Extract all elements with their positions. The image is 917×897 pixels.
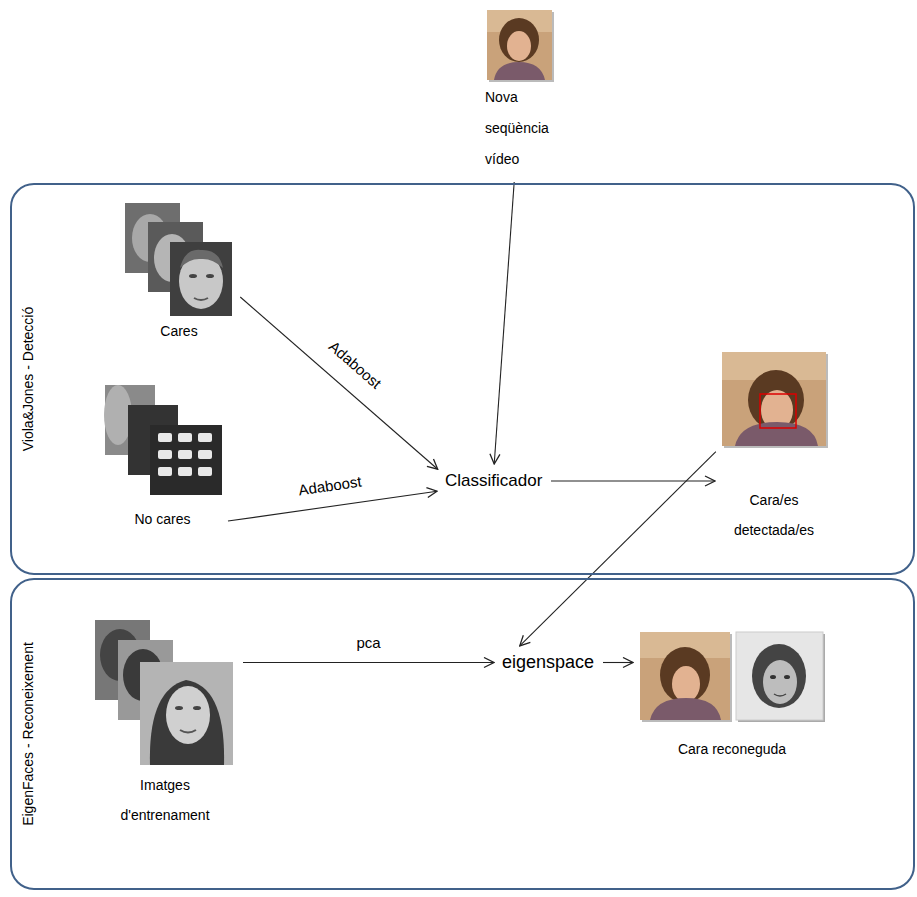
edge-label: Adaboost [323, 335, 387, 394]
panel-title: Viola&Jones - Detecció [20, 307, 36, 451]
recognized-photos [752, 644, 806, 708]
detected-face-photo [760, 394, 796, 428]
detected-face-photo [748, 370, 804, 430]
non-face-samples [158, 433, 172, 442]
image-caption: Imatges d'entrenament [109, 770, 221, 830]
recognized-photos [774, 694, 786, 696]
panel-title: EigenFaces - Reconeixement [20, 642, 36, 826]
face-samples [206, 274, 214, 278]
non-face-samples [198, 467, 212, 476]
training-photos [180, 730, 196, 733]
connector-arrow [520, 452, 716, 646]
recognized-photos [736, 632, 823, 720]
recognized-photos [672, 666, 700, 702]
non-face-samples [178, 450, 192, 459]
non-face-samples [158, 450, 172, 459]
face-samples [125, 203, 232, 316]
video-frame-photo [487, 10, 554, 82]
face-samples [170, 242, 232, 316]
node-label: eigenspace [502, 651, 594, 674]
recognized-face-node: Cara reconeguda [636, 628, 828, 762]
recognized-photos [784, 675, 790, 679]
recognition-panel: EigenFaces - ReconeixementImatges d'entr… [10, 578, 915, 890]
non-face-samples [198, 433, 212, 442]
image-area [90, 615, 240, 770]
eigenspace-node: eigenspace [497, 648, 600, 677]
face-samples [189, 274, 197, 278]
recognized-photos [660, 647, 710, 703]
video-frame-photo [487, 10, 552, 80]
training-photos [140, 662, 233, 765]
image-area [120, 200, 238, 322]
detected-face-photo [722, 352, 826, 446]
non-face-samples [178, 433, 192, 442]
detected-face-node: Cara/es detectada/es [718, 350, 830, 549]
non-face-samples [158, 467, 172, 476]
recognized-photos [763, 660, 797, 704]
face-samples [194, 298, 208, 300]
face-samples [180, 250, 223, 268]
connector-arrow [243, 662, 494, 663]
node-label: Classificador [445, 470, 542, 491]
connector-arrow [551, 480, 715, 481]
connector-arrow [603, 662, 633, 663]
non-face-samples [150, 425, 222, 495]
training-photos [193, 706, 201, 710]
detection-panel: Viola&Jones - Detecció Cares No cares Class… [10, 183, 915, 575]
image-caption: Cares [124, 322, 234, 340]
classifier-node: Classificador [440, 467, 548, 495]
image-caption: No cares [105, 510, 220, 528]
recognized-photos [640, 632, 825, 722]
video-frame-photo [494, 62, 545, 80]
training-photos [166, 686, 210, 744]
video-frame-photo [507, 31, 531, 61]
training-photos [95, 620, 233, 765]
image-area [636, 628, 828, 740]
video-input: Nova seqüència vídeo [485, 8, 569, 179]
detected-face-photo [735, 422, 818, 446]
training-photos [175, 706, 183, 710]
image-area [718, 350, 830, 485]
video-frame-photo [499, 18, 539, 62]
detected-face-photo [722, 352, 828, 448]
edge-label: pca [353, 634, 383, 652]
image-area [485, 8, 569, 82]
recognized-photos [640, 632, 730, 720]
non-face-samples-node: No cares [100, 382, 225, 532]
image-caption: Cara reconeguda [642, 740, 822, 758]
non-face-samples [198, 450, 212, 459]
edge-label: Adaboost [294, 473, 365, 501]
image-area [100, 382, 225, 510]
image-caption: Cara/es detectada/es [724, 485, 824, 545]
connector-arrow [228, 491, 437, 521]
non-face-samples [104, 385, 222, 495]
non-face-samples [178, 467, 192, 476]
recognized-photos [770, 675, 776, 679]
training-photos [150, 680, 224, 765]
non-face-samples [104, 385, 132, 445]
connector-arrow [494, 182, 514, 464]
image-caption: Nova seqüència vídeo [485, 82, 565, 175]
connector-arrow [240, 297, 437, 469]
training-images-node: Imatges d'entrenament [90, 615, 240, 834]
face-samples-node: Cares [120, 200, 238, 344]
recognized-photos [650, 698, 721, 720]
